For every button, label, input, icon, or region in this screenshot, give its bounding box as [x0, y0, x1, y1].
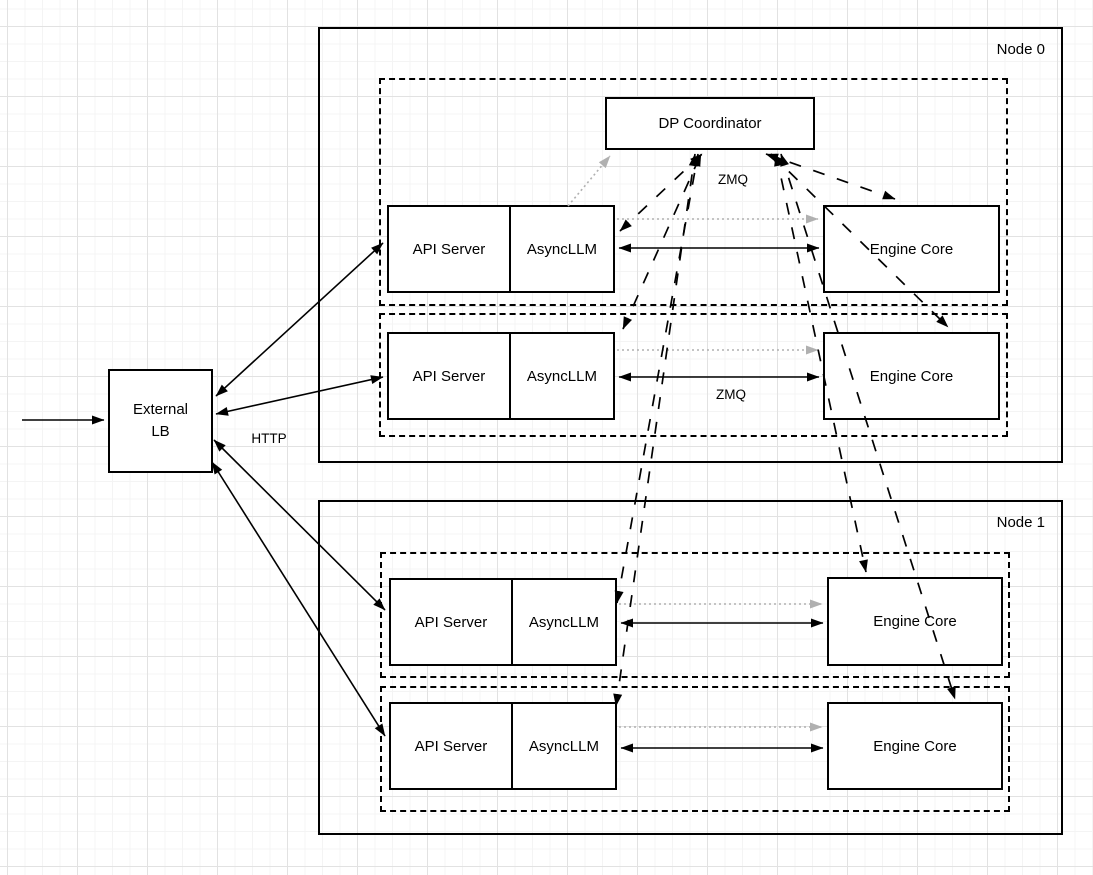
zmq-coordinator-label: ZMQ — [718, 172, 748, 187]
api-asyncllm-box-1: API Server AsyncLLM — [387, 332, 615, 420]
engine-core-label: Engine Core — [873, 613, 957, 630]
external-lb-label-line2: LB — [151, 423, 170, 440]
zmq-ipc-label: ZMQ — [716, 387, 746, 402]
asyncllm-label: AsyncLLM — [528, 613, 599, 631]
asyncllm-label: AsyncLLM — [526, 367, 597, 385]
api-asyncllm-box-3: API Server AsyncLLM — [389, 702, 617, 790]
api-server-label: API Server — [414, 737, 488, 755]
engine-core-box-1: Engine Core — [823, 332, 1000, 420]
asyncllm-label: AsyncLLM — [528, 737, 599, 755]
external-lb-box: External LB — [108, 369, 213, 473]
http-label: HTTP — [251, 431, 287, 446]
asyncllm-cell: AsyncLLM — [510, 580, 615, 664]
external-lb-label-line1: External — [132, 401, 189, 419]
api-server-label: API Server — [412, 367, 486, 385]
api-asyncllm-box-2: API Server AsyncLLM — [389, 578, 617, 666]
engine-core-box-3: Engine Core — [827, 702, 1003, 790]
node0-label: Node 0 — [996, 41, 1045, 58]
api-server-cell: API Server — [391, 704, 511, 788]
engine-core-label: Engine Core — [869, 367, 954, 385]
api-server-cell: API Server — [389, 207, 509, 291]
api-server-label: API Server — [412, 240, 486, 258]
api-server-cell: API Server — [391, 580, 511, 664]
dp-coordinator-label: DP Coordinator — [658, 115, 762, 132]
asyncllm-cell: AsyncLLM — [510, 704, 615, 788]
engine-core-label: Engine Core — [873, 737, 957, 755]
asyncllm-cell: AsyncLLM — [508, 207, 613, 291]
api-server-cell: API Server — [389, 334, 509, 418]
engine-core-box-0: Engine Core — [823, 205, 1000, 293]
asyncllm-label: AsyncLLM — [526, 240, 597, 258]
api-server-label: API Server — [414, 613, 488, 631]
api-asyncllm-box-0: API Server AsyncLLM — [387, 205, 615, 293]
node1-label: Node 1 — [996, 514, 1045, 531]
engine-core-label: Engine Core — [869, 240, 954, 258]
asyncllm-cell: AsyncLLM — [508, 334, 613, 418]
engine-core-box-2: Engine Core — [827, 577, 1003, 666]
dp-coordinator-box: DP Coordinator — [605, 97, 815, 150]
